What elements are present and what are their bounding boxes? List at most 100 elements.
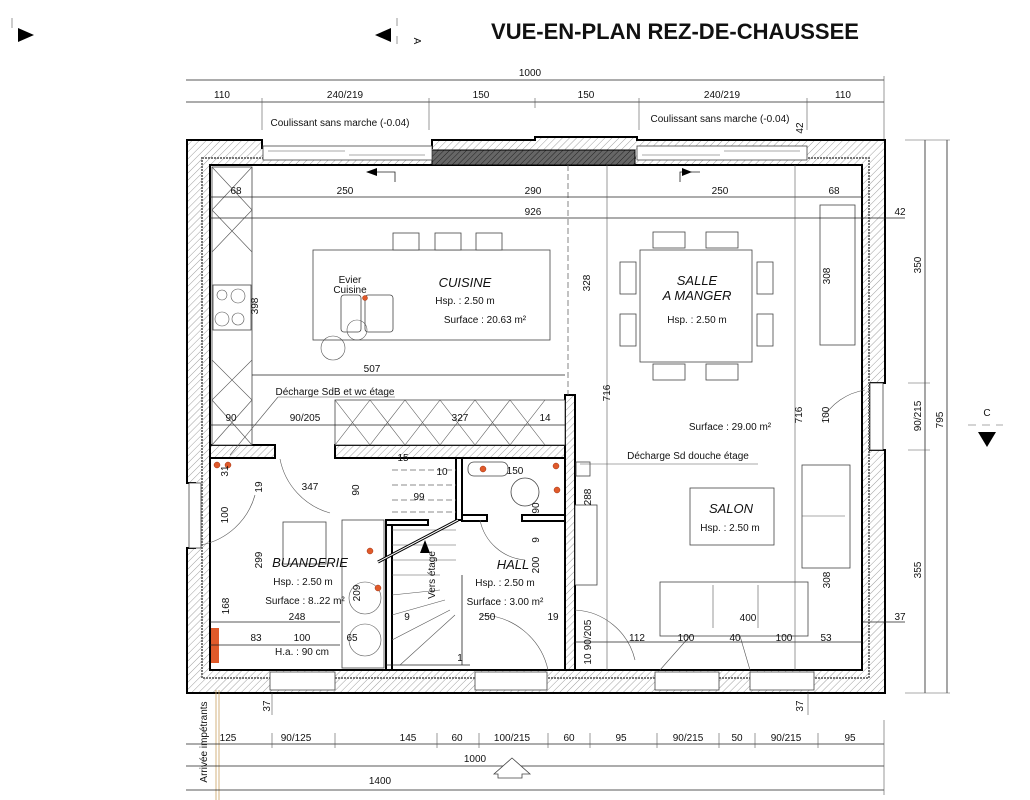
- sliding-window[interactable]: [262, 145, 433, 161]
- dim-top: 150: [473, 90, 490, 101]
- arrow-right-icon: [18, 28, 34, 42]
- dim-top: 240/219: [704, 90, 741, 101]
- dim: 100: [294, 633, 311, 644]
- dim: 100: [821, 406, 832, 423]
- dim: 347: [302, 482, 319, 493]
- dim: 507: [364, 364, 381, 375]
- interior-dimension-lines: [210, 165, 905, 670]
- section-marker-a: A: [375, 18, 422, 52]
- sink-label: Cuisine: [333, 285, 367, 296]
- sliding-window[interactable]: [636, 145, 808, 161]
- front-door[interactable]: [474, 671, 548, 691]
- room-surface: Surface : 20.63 m²: [444, 315, 527, 326]
- dim: 95: [615, 733, 627, 744]
- cooktop-icon: [212, 284, 252, 331]
- room-surface: Surface : 3.00 m²: [467, 597, 544, 608]
- sill-height: H.a. : 90 cm: [275, 647, 329, 658]
- dim: 31: [220, 465, 231, 477]
- room-name: HALL: [497, 557, 530, 572]
- notes: Décharge SdB et wc étage Décharge Sd dou…: [199, 387, 758, 800]
- dim: 90/215: [673, 733, 704, 744]
- dim-total-bottom: 1000: [464, 754, 487, 765]
- dim: 95: [844, 733, 856, 744]
- dim: 90/125: [281, 733, 312, 744]
- dim: 299: [254, 551, 265, 568]
- room-salle-a-manger: SALLE A MANGER Hsp. : 2.50 m Surface : 2…: [662, 273, 772, 433]
- dim: 100: [776, 633, 793, 644]
- arrow-left-icon: [375, 28, 391, 42]
- sink-label: Evier: [339, 275, 362, 286]
- dim: 1: [457, 653, 463, 664]
- page-title: VUE-EN-PLAN REZ-DE-CHAUSSEE: [491, 19, 859, 44]
- note-vers-etage: Vers étage: [427, 551, 438, 599]
- note-decharge-sdb: Décharge SdB et wc étage: [276, 387, 395, 398]
- dim: 37: [894, 612, 906, 623]
- dim: 308: [822, 571, 833, 588]
- dim: 250: [712, 186, 729, 197]
- room-name: SALON: [709, 501, 754, 516]
- dim: 112: [629, 633, 645, 644]
- arrow-up-icon: [420, 540, 430, 553]
- room-name: BUANDERIE: [272, 555, 348, 570]
- window-bottom[interactable]: [269, 671, 336, 691]
- dim: 350: [913, 256, 924, 273]
- top-dimensions: 1000 110 240/219 150 150 240/219 110 Cou…: [186, 68, 885, 140]
- dim: 90/205: [290, 413, 321, 424]
- dim: 90: [225, 413, 237, 424]
- room-name: A MANGER: [662, 288, 732, 303]
- lintel: [431, 149, 636, 166]
- dim: 90: [351, 484, 362, 496]
- dim-top: 240/219: [327, 90, 364, 101]
- dim: 42: [894, 207, 906, 218]
- dim: 250: [337, 186, 354, 197]
- dim: 90/215: [771, 733, 802, 744]
- room-surface: Surface : 8..22 m²: [265, 596, 345, 607]
- window-bottom[interactable]: [749, 671, 815, 691]
- dim: 19: [254, 481, 265, 493]
- dim: 795: [935, 411, 946, 428]
- entrance-house-icon: [492, 757, 532, 779]
- dim: 15: [397, 453, 409, 464]
- dim: 150: [507, 466, 524, 477]
- dim: 327: [452, 413, 469, 424]
- dim: 60: [451, 733, 463, 744]
- room-surface: Surface : 29.00 m²: [689, 422, 772, 433]
- room-name: SALLE: [677, 273, 718, 288]
- dim: 68: [230, 186, 242, 197]
- dim: 10: [583, 653, 594, 665]
- dim: 50: [731, 733, 743, 744]
- dim: 90: [531, 502, 542, 514]
- dim: 308: [822, 267, 833, 284]
- dim: 37: [795, 700, 806, 712]
- dim: 290: [525, 186, 542, 197]
- dim-overall: 1400: [369, 776, 392, 787]
- dim: 9: [404, 612, 410, 623]
- dim: 65: [346, 633, 358, 644]
- dim: 398: [250, 297, 261, 314]
- arrow-down-icon: [978, 432, 996, 447]
- dim: 125: [220, 733, 237, 744]
- window-bottom[interactable]: [654, 671, 720, 691]
- staircase: [377, 469, 459, 666]
- dim: 328: [582, 274, 593, 291]
- hall-furniture: [467, 389, 866, 671]
- dining-table: [619, 204, 856, 381]
- section-marker-c: C: [968, 408, 1003, 447]
- room-height: Hsp. : 2.50 m: [667, 315, 726, 326]
- dim-top: 150: [578, 90, 595, 101]
- dim-offset: 42: [795, 122, 806, 134]
- room-buanderie: BUANDERIE Hsp. : 2.50 m Surface : 8..22 …: [265, 555, 348, 658]
- window-note: Coulissant sans marche (-0.04): [271, 118, 410, 129]
- dim: 68: [828, 186, 840, 197]
- window-left[interactable]: [188, 482, 202, 549]
- window-right[interactable]: [869, 382, 884, 451]
- dim: 10: [436, 467, 448, 478]
- dim: 100/215: [494, 733, 531, 744]
- exterior-walls: [186, 136, 886, 694]
- dim: 9: [531, 537, 542, 543]
- dim-top: 110: [214, 90, 230, 101]
- right-dimensions: 350 90/215 355 795: [905, 139, 950, 694]
- dim: 400: [740, 613, 757, 624]
- lower-dimensions: 31 19 100 347 90 299 209 248 168 83 100 …: [220, 453, 594, 665]
- dim: 90/205: [583, 619, 594, 650]
